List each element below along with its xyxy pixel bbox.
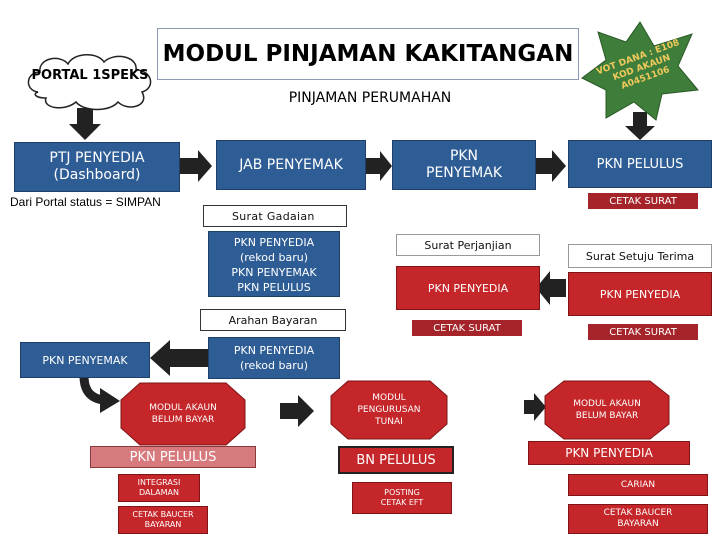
pkn-penyedia-bottom: PKN PENYEDIA <box>528 441 690 465</box>
pkn-penyemak-line2: PENYEMAK <box>426 165 502 181</box>
pkn-penyedia-mid: PKN PENYEDIA <box>396 266 540 310</box>
right-arrow-icon <box>524 393 546 421</box>
ptj-penyedia-box: PTJ PENYEDIA (Dashboard) <box>14 142 180 192</box>
modul-akaun-2: MODUL AKAUN BELUM BAYAR <box>544 380 670 440</box>
ma2-line1: MODUL AKAUN <box>573 399 641 409</box>
posting-line1: POSTING <box>384 488 420 497</box>
surat-gadaian-label: Surat Gadaian <box>203 205 347 227</box>
sg-item: PKN PENYEMAK <box>231 266 317 279</box>
pkn-penyedia-right: PKN PENYEDIA <box>568 272 712 316</box>
carian-button[interactable]: CARIAN <box>568 474 708 496</box>
left-arrow-icon <box>150 340 208 376</box>
right-arrow-icon <box>366 151 392 181</box>
ma1-line1: MODUL AKAUN <box>149 403 217 413</box>
cetak-surat-button[interactable]: CETAK SURAT <box>412 320 522 336</box>
pkn-pelulus-bottom: PKN PELULUS <box>90 446 256 468</box>
sg-item: (rekod baru) <box>239 251 309 264</box>
sg-item: PKN PENYEDIA <box>233 236 315 249</box>
page-title: MODUL PINJAMAN KAKITANGAN <box>157 28 579 80</box>
jab-penyemak-box: JAB PENYEMAK <box>216 140 366 190</box>
pkn-penyemak-left: PKN PENYEMAK <box>20 342 150 378</box>
portal-label: PORTAL 1SPEKS <box>31 68 149 83</box>
ptj-line1: PTJ PENYEDIA <box>49 150 145 166</box>
cb2-line2: BAYARAN <box>617 519 659 529</box>
mp-line1: MODUL <box>372 393 406 403</box>
modul-akaun-1: MODUL AKAUN BELUM BAYAR <box>120 382 246 446</box>
posting-line2: CETAK EFT <box>380 498 424 507</box>
left-arrow-icon <box>536 271 566 305</box>
integrasi-line2: DALAMAN <box>139 488 179 497</box>
surat-gadaian-list: PKN PENYEDIA (rekod baru) PKN PENYEMAK P… <box>208 231 340 297</box>
mp-line3: TUNAI <box>375 417 403 427</box>
ma1-line2: BELUM BAYAR <box>151 415 215 425</box>
integrasi-box: INTEGRASI DALAMAN <box>118 474 200 502</box>
pkn-penyemak-box: PKN PENYEMAK <box>392 140 536 190</box>
cetak-baucer-2[interactable]: CETAK BAUCER BAYARAN <box>568 504 708 534</box>
subtitle: PINJAMAN PERUMAHAN <box>288 90 452 106</box>
rekod-line2: (rekod baru) <box>239 359 309 372</box>
cb1-line2: BAYARAN <box>144 520 182 529</box>
right-arrow-icon <box>180 150 212 182</box>
pkn-pelulus-box: PKN PELULUS <box>568 140 712 188</box>
modul-akaun-2-octagon <box>544 380 670 440</box>
modul-akaun-octagon <box>120 382 246 446</box>
down-arrow-icon <box>625 112 655 140</box>
posting-box: POSTING CETAK EFT <box>352 482 452 514</box>
rekod-line1: PKN PENYEDIA <box>233 344 315 357</box>
right-arrow-icon <box>280 395 314 427</box>
pkn-penyedia-rekod: PKN PENYEDIA (rekod baru) <box>208 337 340 379</box>
right-arrow-icon <box>536 150 566 182</box>
cetak-surat-button[interactable]: CETAK SURAT <box>588 324 698 340</box>
ma2-line2: BELUM BAYAR <box>575 411 639 421</box>
surat-setuju-label: Surat Setuju Terima <box>568 244 712 268</box>
bn-pelulus: BN PELULUS <box>338 446 454 474</box>
modul-pengurusan: MODUL PENGURUSAN TUNAI <box>330 380 448 440</box>
integrasi-line1: INTEGRASI <box>137 478 181 487</box>
ptj-line2: (Dashboard) <box>53 167 141 183</box>
surat-perjanjian-label: Surat Perjanjian <box>396 234 540 256</box>
cb1-line1: CETAK BAUCER <box>132 510 194 519</box>
portal-status-text: Dari Portal status = SIMPAN <box>10 195 161 209</box>
sg-item: PKN PELULUS <box>237 281 311 294</box>
star-badge <box>581 21 699 121</box>
modul-pengurusan-octagon <box>330 380 448 440</box>
down-arrow-icon <box>69 108 101 140</box>
pkn-penyemak-line1: PKN <box>449 148 479 164</box>
cetak-baucer-1[interactable]: CETAK BAUCER BAYARAN <box>118 506 208 534</box>
cloud-shape <box>27 54 152 111</box>
arahan-bayaran-label: Arahan Bayaran <box>200 309 346 331</box>
mp-line2: PENGURUSAN <box>357 405 421 415</box>
cb2-line1: CETAK BAUCER <box>603 508 673 518</box>
cetak-surat-button[interactable]: CETAK SURAT <box>588 193 698 209</box>
